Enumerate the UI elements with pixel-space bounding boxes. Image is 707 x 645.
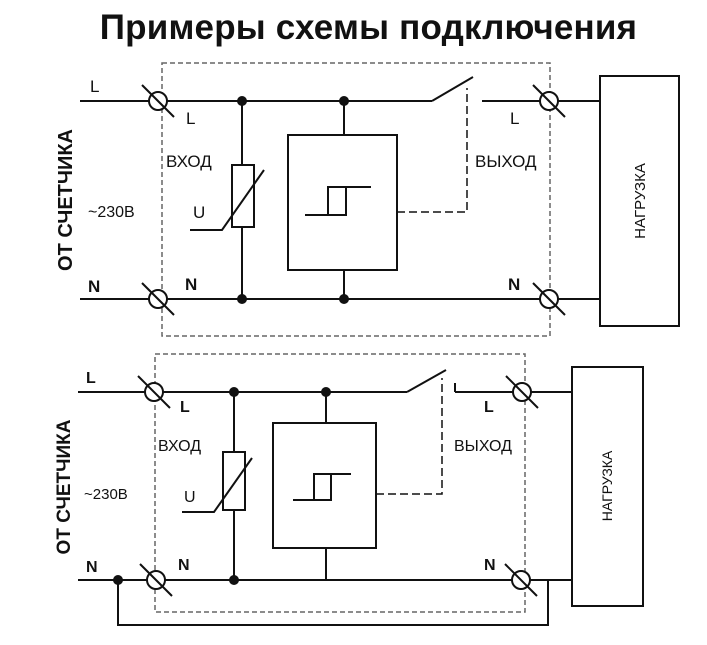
label-n-in-inner: N bbox=[185, 275, 197, 294]
label-varistor: U bbox=[193, 203, 205, 222]
relay-control-link bbox=[376, 378, 443, 495]
label-output: ВЫХОД bbox=[454, 438, 512, 455]
varistor bbox=[231, 164, 255, 228]
varistor bbox=[222, 451, 246, 511]
label-n-in-inner: N bbox=[178, 557, 190, 574]
label-voltage: ~230В bbox=[84, 486, 128, 503]
label-voltage: ~230В bbox=[88, 204, 135, 221]
label-l-in-outer: L bbox=[86, 370, 96, 387]
control-module bbox=[272, 422, 377, 549]
label-l-out: L bbox=[484, 399, 494, 416]
label-l-in-inner: L bbox=[180, 399, 190, 416]
junction-dots bbox=[113, 387, 331, 585]
diagram-2: L L L N N N ВХОД ВЫХОД ~230В U ОТ СЧЕТЧИ… bbox=[54, 353, 644, 626]
relay-enclosure bbox=[154, 353, 526, 613]
label-l-in-inner: L bbox=[186, 109, 195, 128]
label-n-in-outer: N bbox=[86, 559, 98, 576]
label-output: ВЫХОД bbox=[475, 152, 537, 171]
label-n-out: N bbox=[508, 275, 520, 294]
varistor-slash bbox=[190, 169, 265, 231]
label-l-out: L bbox=[510, 109, 519, 128]
label-input: ВХОД bbox=[166, 152, 212, 171]
varistor-slash bbox=[182, 457, 253, 513]
junction-dots bbox=[237, 96, 349, 304]
label-load: НАГРУЗКА bbox=[599, 450, 615, 521]
label-n-out: N bbox=[484, 557, 496, 574]
relay-control-link bbox=[397, 88, 468, 213]
label-n-in-outer: N bbox=[88, 277, 100, 296]
label-source: ОТ СЧЕТЧИКА bbox=[55, 129, 77, 271]
label-input: ВХОД bbox=[158, 438, 201, 455]
load-box bbox=[599, 75, 680, 327]
label-load: НАГРУЗКА bbox=[632, 163, 649, 239]
page-title: Примеры схемы подключения bbox=[99, 8, 638, 47]
control-module bbox=[287, 134, 398, 271]
label-l-in-outer: L bbox=[90, 77, 99, 96]
hysteresis-icon bbox=[293, 473, 351, 501]
diagram-1: L L L N N N ВХОД ВЫХОД ~230В U ОТ СЧЕТЧИ… bbox=[55, 62, 680, 337]
hysteresis-icon bbox=[305, 186, 371, 216]
relay-enclosure bbox=[161, 62, 551, 337]
label-source: ОТ СЧЕТЧИКА bbox=[54, 419, 75, 554]
load-box bbox=[571, 366, 644, 607]
label-varistor: U bbox=[184, 489, 196, 506]
